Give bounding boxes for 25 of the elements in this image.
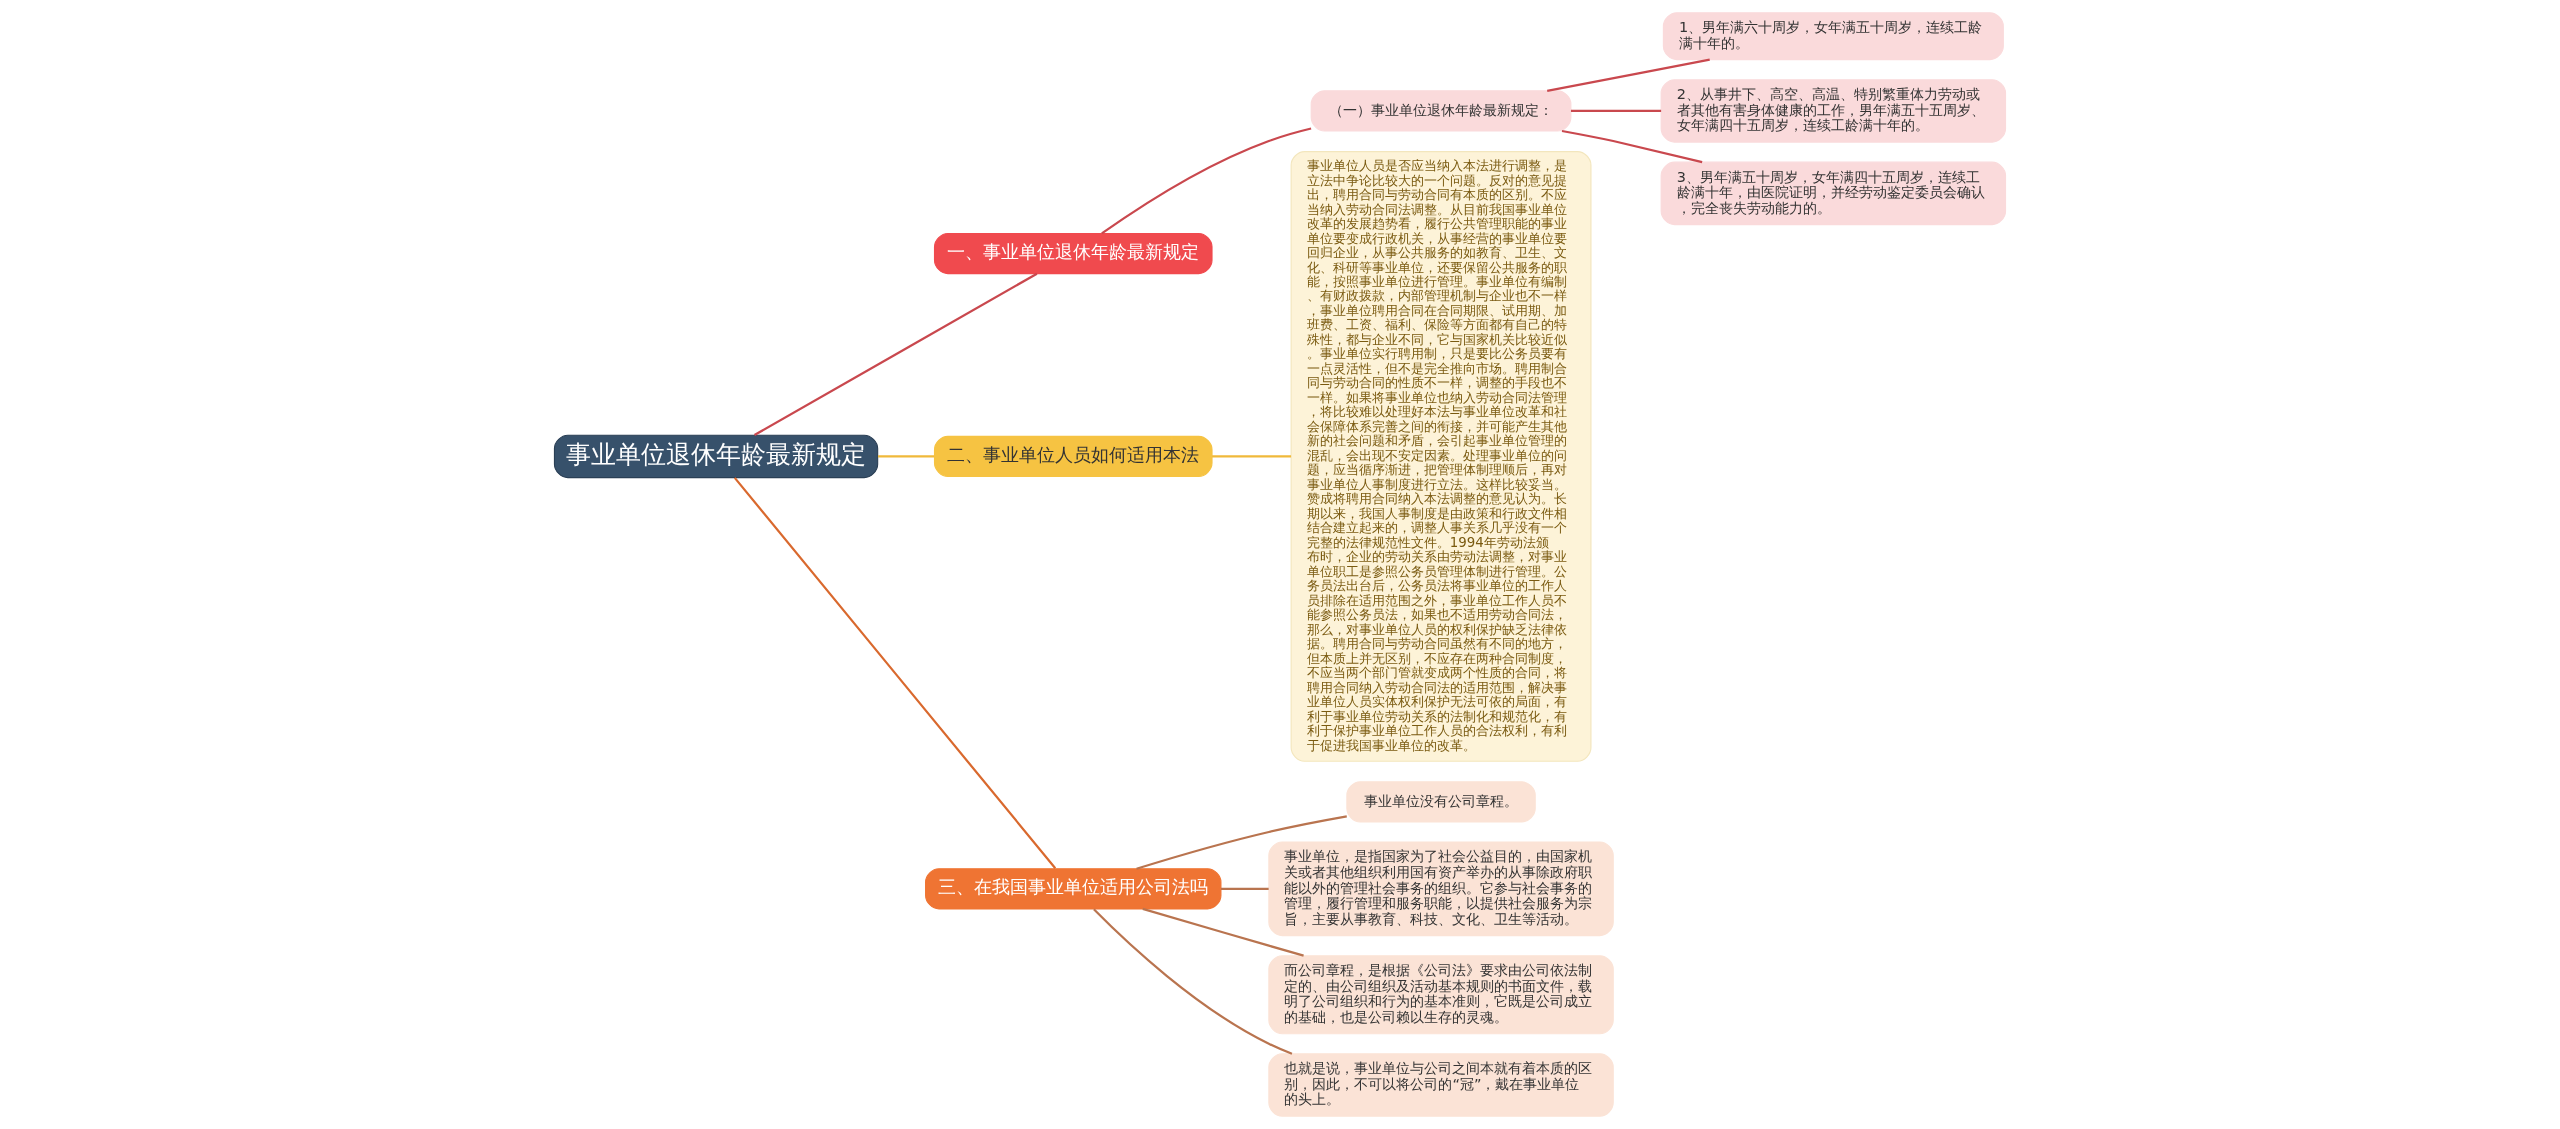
connector bbox=[1547, 58, 1710, 92]
node-box: 2、从事井下、高空、高温、特别繁重体力劳动或者其他有害身体健康的工作，男年满五十五周岁、女年满四十五周岁，连续工龄满十年的。 bbox=[1660, 79, 2007, 143]
node-box: 二、事业单位人员如何适用本法 bbox=[933, 435, 1213, 477]
connector bbox=[733, 477, 1057, 869]
connector bbox=[753, 272, 1038, 437]
node-box: 事业单位人员是否应当纳入本法进行调整，是立法中争论比较大的一个问题。反对的意见提出，聘用合同与劳动合同有本质的区别。不应当纳入劳动合同法调整。从目前我国事业单位改革的发展趋势看，履行公共管理职能的事业单位要变成行政机关，从事经营的事业单位要回归企业，从事公共服务的如教育、卫生、文化、科研等事业单位，还要保留公共服务的职能，按照事业单位进行管理。事业单位有编制、有财政拨款，内部管理机制与企业也不一样，事业单位聘用合同在合同期限、试用期、加班费、工资、福利、保险等方面都有自己的特殊性，都与企业不同，它与国家机关比较近似。事业单位实行聘用制，只是要比公务员要有一点灵活性，但不是完全推向市场。聘用制合同与劳动合同的性质不一样，调整的手段也不一样。如果将事业单位也纳入劳动合同法管理，将比较难以处理好本法与事业单位改革和社会保障体系完善之间的衔接，并可能产生其他新的社会问题和矛盾，会引起事业单位管理的混乱，会出现不安定因素。处理事业单位的问题，应当循序渐进，把管理体制理顺后，再对事业单位人事制度进行立法。这样比较妥当。赞成将聘用合同纳入本法调整的意见认为。长期以来，我国人事制度是由政策和行政文件相结合建立起来的，调整人事关系几乎没有一个完整的法律规范性文件。1994年劳动法颁布时，企业的劳动关系由劳动法调整，对事业单位职工是参照公务员管理体制进行管理。公务员法出台后，公务员法将事业单位的工作人员排除在适用范围之外，事业单位工作人员不能参照公务员法，如果也不适用劳动合同法，那么，对事业单位人员的权利保护缺乏法律依据。聘用合同与劳动合同虽然有不同的地方，但本质上并无区别，不应存在两种合同制度，不应当两个部门管就变成两个性质的合同，将聘用合同纳入劳动合同法的适用范围，解决事业单位人员实体权利保护无法可依的局面，有利于事业单位劳动关系的法制化和规范化，有利于保护事业单位工作人员的合法权利，有利于促进我国事业单位的改革。 bbox=[1290, 151, 1592, 762]
connector bbox=[1212, 455, 1292, 458]
node-box: 也就是说，事业单位与公司之间本就有着本质的区别，因此，不可以将公司的“冠”，戴在事业单位的头上。 bbox=[1268, 1053, 1614, 1117]
node-box: （一）事业单位退休年龄最新规定： bbox=[1310, 90, 1572, 132]
node-box: 事业单位退休年龄最新规定 bbox=[553, 434, 879, 479]
node-box: 1、男年满六十周岁，女年满五十周岁，连续工龄满十年的。 bbox=[1662, 12, 2004, 61]
connector bbox=[1561, 129, 1703, 164]
connector bbox=[1093, 908, 1293, 1055]
node-box: 一、事业单位退休年龄最新规定 bbox=[933, 232, 1213, 275]
connector bbox=[1101, 127, 1312, 235]
node-box: 事业单位，是指国家为了社会公益目的，由国家机关或者其他组织利用国有资产举办的从事除政府职能以外的管理社会事务的组织。它参与社会事务的管理，履行管理和服务职能，以提供社会服务为宗旨，主要从事教育、科技、文化、卫生等活动。 bbox=[1268, 841, 1614, 937]
connector bbox=[1220, 887, 1269, 890]
node-box: 而公司章程，是根据《公司法》要求由公司依法制定的、由公司组织及活动基本规则的书面文件，载明了公司组织和行为的基本准则，它既是公司成立的基础，也是公司赖以生存的灵魂。 bbox=[1268, 955, 1614, 1035]
node-box: 事业单位没有公司章程。 bbox=[1346, 781, 1536, 823]
connector bbox=[1142, 907, 1304, 957]
connector bbox=[878, 455, 935, 458]
connector bbox=[1136, 815, 1347, 870]
node-box: 3、男年满五十周岁，女年满四十五周岁，连续工龄满十年，由医院证明，并经劳动鉴定委员会确认，完全丧失劳动能力的。 bbox=[1660, 161, 2007, 226]
node-box: 三、在我国事业单位适用公司法吗 bbox=[925, 868, 1222, 910]
connector bbox=[1570, 109, 1662, 112]
